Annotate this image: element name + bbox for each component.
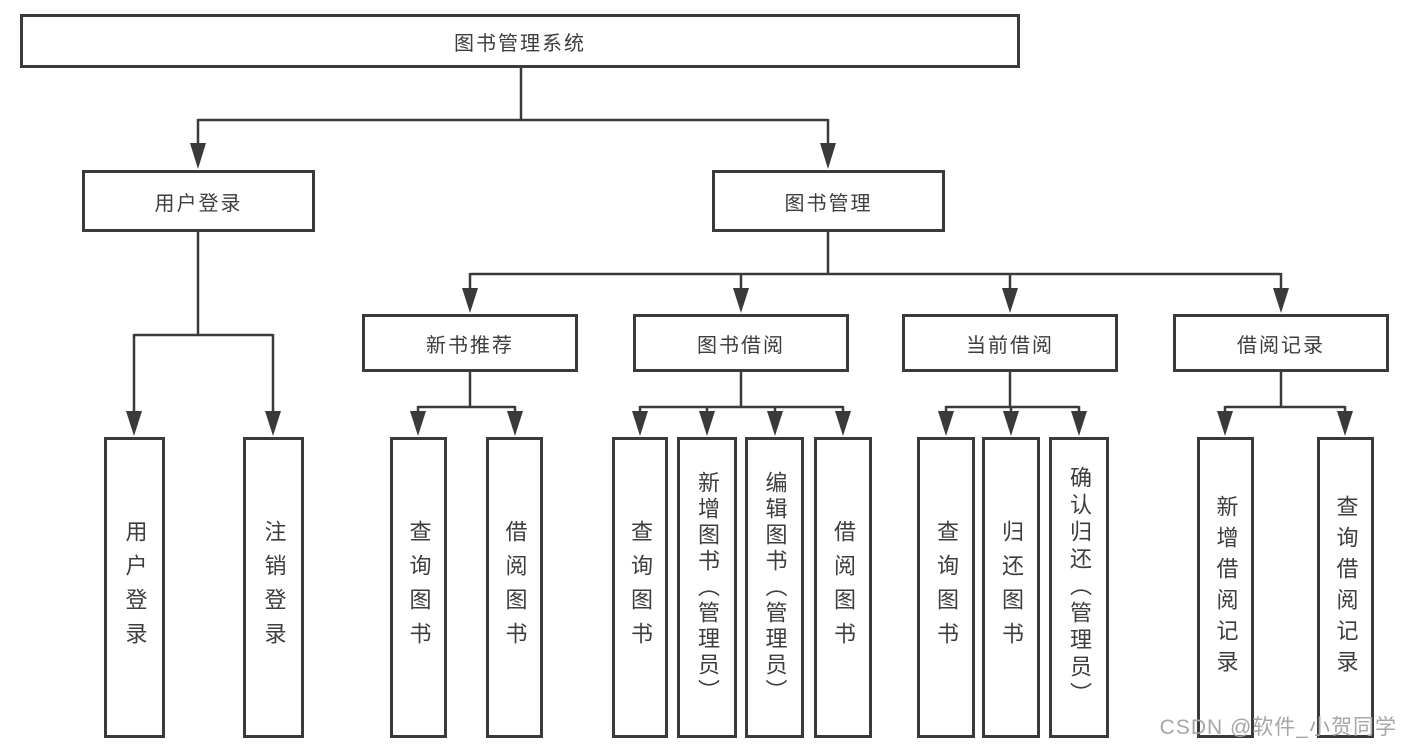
leaf-user-login: 用户登录 bbox=[104, 437, 165, 738]
node-user-login: 用户登录 bbox=[82, 170, 315, 232]
node-new-book-recommend: 新书推荐 bbox=[362, 314, 578, 372]
node-current-borrowing: 当前借阅 bbox=[902, 314, 1118, 372]
leaf-query-borrow-record-label: 查询借阅记录 bbox=[1333, 494, 1359, 681]
leaf-add-books-admin: 新增图书（管理员） bbox=[677, 437, 737, 738]
leaf-query-books-recommend-label: 查询图书 bbox=[406, 519, 432, 656]
leaf-borrow-books-recommend: 借阅图书 bbox=[486, 437, 543, 738]
leaf-borrow-books: 借阅图书 bbox=[814, 437, 872, 738]
leaf-add-books-admin-label: 新增图书（管理员） bbox=[695, 470, 720, 705]
node-book-management: 图书管理 bbox=[712, 170, 945, 232]
node-user-login-label: 用户登录 bbox=[154, 192, 243, 215]
leaf-edit-books-admin: 编辑图书（管理员） bbox=[745, 437, 804, 738]
leaf-confirm-return-admin-label: 确认归还（管理员） bbox=[1067, 466, 1092, 709]
leaf-edit-books-admin-label: 编辑图书（管理员） bbox=[762, 470, 788, 705]
leaf-query-books-current: 查询图书 bbox=[917, 437, 975, 738]
node-borrow-records: 借阅记录 bbox=[1173, 314, 1389, 372]
leaf-borrow-books-recommend-label: 借阅图书 bbox=[502, 519, 528, 656]
node-borrow-records-label: 借阅记录 bbox=[1237, 334, 1325, 357]
leaf-add-borrow-record: 新增借阅记录 bbox=[1197, 437, 1254, 738]
node-book-borrowing-label: 图书借阅 bbox=[697, 334, 785, 357]
leaf-add-borrow-record-label: 新增借阅记录 bbox=[1213, 494, 1239, 681]
node-book-management-label: 图书管理 bbox=[784, 192, 873, 215]
leaf-logout: 注销登录 bbox=[243, 437, 304, 738]
leaf-query-books-current-label: 查询图书 bbox=[934, 519, 959, 656]
csdn-watermark: CSDN @软件_小贺同学 bbox=[1159, 716, 1397, 739]
leaf-return-books-label: 归还图书 bbox=[999, 519, 1024, 656]
leaf-query-books-borrow: 查询图书 bbox=[612, 437, 668, 738]
node-book-borrowing: 图书借阅 bbox=[633, 314, 849, 372]
leaf-logout-label: 注销登录 bbox=[261, 519, 287, 656]
node-current-borrowing-label: 当前借阅 bbox=[966, 334, 1054, 357]
leaf-query-borrow-record: 查询借阅记录 bbox=[1317, 437, 1374, 738]
node-root-label: 图书管理系统 bbox=[454, 32, 586, 55]
leaf-query-books-recommend: 查询图书 bbox=[390, 437, 447, 738]
leaf-user-login-label: 用户登录 bbox=[122, 519, 148, 656]
leaf-confirm-return-admin: 确认归还（管理员） bbox=[1049, 437, 1109, 738]
node-root-system: 图书管理系统 bbox=[20, 14, 1020, 68]
node-new-book-recommend-label: 新书推荐 bbox=[426, 334, 514, 357]
leaf-query-books-borrow-label: 查询图书 bbox=[628, 519, 653, 656]
leaf-borrow-books-label: 借阅图书 bbox=[831, 519, 856, 656]
leaf-return-books: 归还图书 bbox=[982, 437, 1040, 738]
